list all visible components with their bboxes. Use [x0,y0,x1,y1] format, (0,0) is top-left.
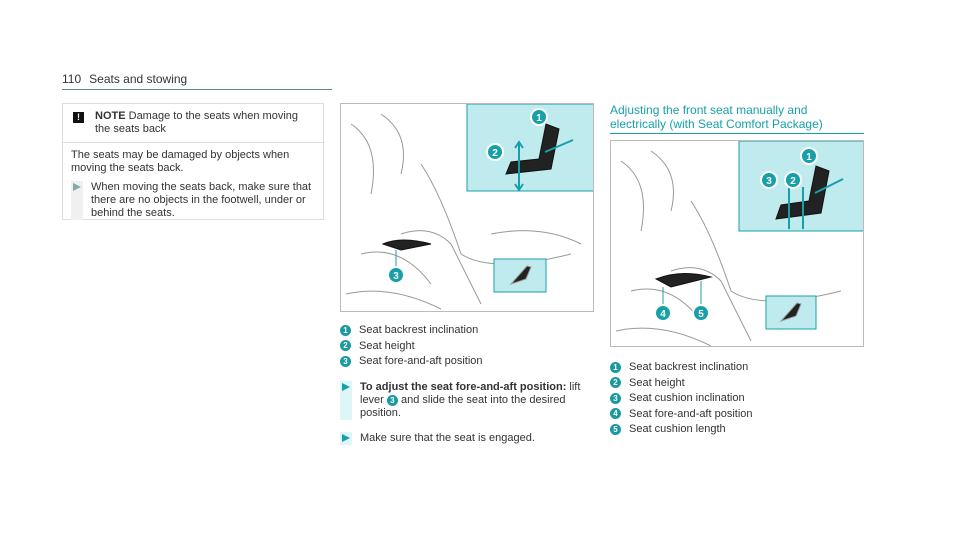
note-body: The seats may be damaged by objects when… [71,149,290,174]
note-title: Damage to the seats when moving the seat… [95,110,298,135]
svg-text:3: 3 [766,176,772,187]
step-arrow-icon [340,432,352,445]
section-title: Seats and stowing [89,72,188,86]
warning-icon: ! [73,112,84,123]
svg-text:4: 4 [660,309,666,320]
section-heading: Adjusting the front seat manually and el… [610,103,864,134]
seat-electric-illustration: 1 2 3 4 5 [610,140,864,347]
svg-text:2: 2 [790,176,796,187]
page-number: 110 [62,72,82,86]
svg-text:1: 1 [536,113,542,124]
note-label: NOTE [95,110,126,122]
page-header: 110 Seats and stowing [62,72,332,90]
step-arrow-icon [71,181,83,220]
manual-steps: To adjust the seat fore-and-aft position… [340,375,590,445]
seat-manual-illustration: 1 2 3 [340,103,594,312]
note-box: ! NOTE Damage to the seats when moving th… [62,103,324,220]
step-arrow-icon [340,381,352,420]
svg-text:3: 3 [393,271,399,282]
note-step: When moving the seats back, make sure th… [91,181,312,219]
svg-text:2: 2 [492,148,498,159]
svg-text:1: 1 [806,152,812,163]
svg-text:5: 5 [698,309,704,320]
